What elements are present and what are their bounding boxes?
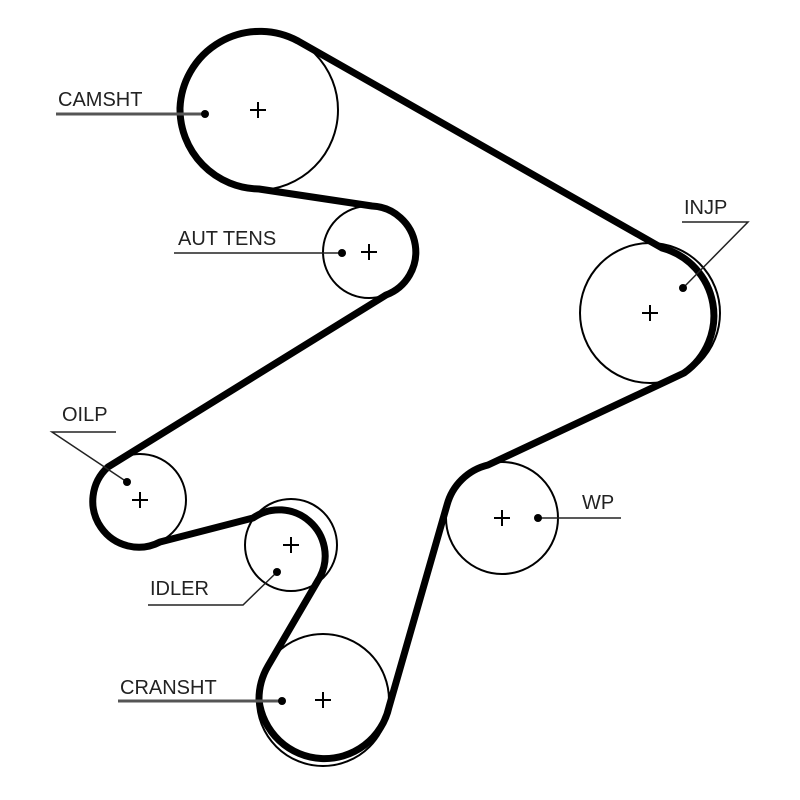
leader-dot-icon <box>534 514 542 522</box>
center-mark-icon <box>315 692 331 708</box>
label-oilp: OILP <box>49 404 131 486</box>
leader-dot-icon <box>278 697 286 705</box>
label-cransht: CRANSHT <box>118 677 286 705</box>
label-injp: INJP <box>679 197 750 292</box>
center-mark-icon <box>361 244 377 260</box>
pulley-idler <box>244 498 338 592</box>
label-text: IDLER <box>150 578 209 600</box>
timing-belt <box>89 27 718 763</box>
leader-dot-icon <box>338 249 346 257</box>
label-wp: WP <box>534 492 621 522</box>
label-camsht: CAMSHT <box>56 89 209 118</box>
center-mark-icon <box>250 102 266 118</box>
leader-dot-icon <box>679 284 687 292</box>
label-aut-tens: AUT TENS <box>174 228 346 257</box>
center-mark-icon <box>132 492 148 508</box>
leader-dot-icon <box>123 478 131 486</box>
label-text: AUT TENS <box>178 228 276 250</box>
label-text: CAMSHT <box>58 89 142 111</box>
leader-dot-icon <box>273 568 281 576</box>
label-text: CRANSHT <box>120 677 217 699</box>
label-text: INJP <box>684 197 727 219</box>
center-mark-icon <box>283 537 299 553</box>
center-mark-icon <box>494 510 510 526</box>
label-idler: IDLER <box>148 568 281 606</box>
label-text: WP <box>582 492 614 514</box>
center-mark-icon <box>642 305 658 321</box>
label-text: OILP <box>62 404 108 426</box>
leader-dot-icon <box>201 110 209 118</box>
